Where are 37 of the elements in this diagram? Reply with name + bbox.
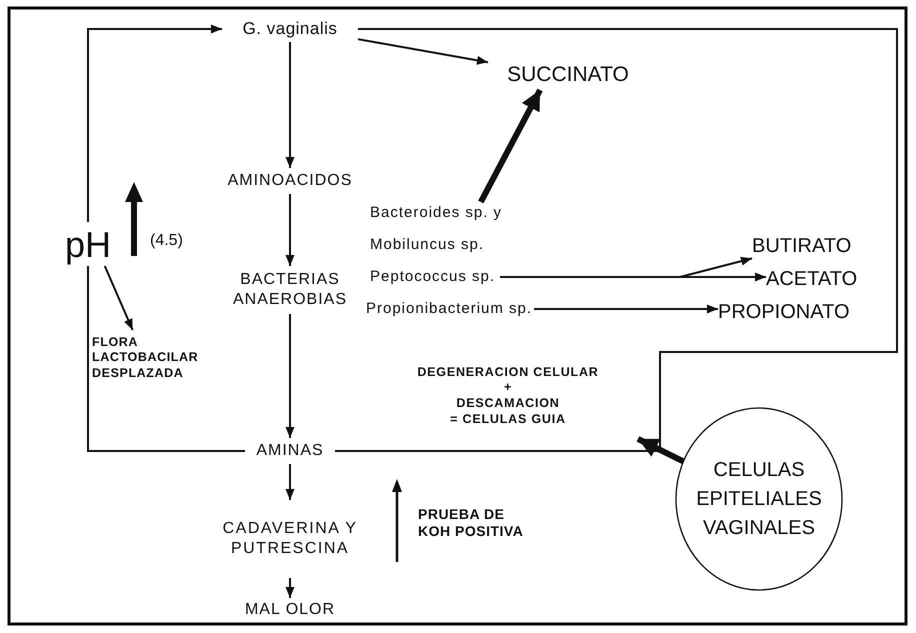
arrow <box>534 304 718 314</box>
node-label: CADAVERINA Y PUTRESCINA <box>222 519 358 559</box>
node-label: DESCAMACION <box>455 396 561 412</box>
node-label: BACTERIAS ANAEROBIAS <box>232 270 348 310</box>
arrow <box>358 38 488 65</box>
node-label: = CELULAS GUIA <box>449 412 567 428</box>
node-label: DEGENERACION CELULAR <box>416 364 600 380</box>
arrow <box>87 24 222 222</box>
connector-line <box>335 28 898 452</box>
node-label: PROPIONATO <box>718 300 851 324</box>
arrow <box>104 266 134 330</box>
node-label: ACETATO <box>766 266 858 292</box>
ellipse-label: CELULAS EPITELIALES VAGINALES <box>695 458 823 540</box>
node-label: pH <box>64 222 112 266</box>
connector-line <box>87 266 245 452</box>
arrow <box>286 464 294 500</box>
node-label: FLORA LACTOBACILAR DESPLAZADA <box>92 334 200 382</box>
node-label: G. vaginalis <box>242 18 338 40</box>
arrow <box>286 578 294 598</box>
node-label: AMINOACIDOS <box>226 171 354 191</box>
node-label: MAL OLOR <box>244 600 336 620</box>
arrow <box>286 314 294 438</box>
arrow <box>286 42 294 168</box>
node-label: Propionibacterium sp. <box>366 300 534 318</box>
arrow <box>636 436 685 464</box>
arrow <box>478 88 543 204</box>
node-label: AMINAS <box>255 441 325 461</box>
node-label: SUCCINATO <box>506 62 630 88</box>
node-label: PRUEBA DE KOH POSITIVA <box>418 506 524 540</box>
node-label: Peptococcus sp. <box>370 268 496 286</box>
arrow <box>500 272 766 282</box>
node-label: + <box>502 380 514 396</box>
note-text: (4.5) <box>150 232 183 250</box>
node-label: BUTIRATO <box>752 234 852 258</box>
node-label: Mobiluncus sp. <box>370 236 486 254</box>
node-label: Bacteroides sp. y <box>370 204 504 222</box>
arrow <box>286 194 294 266</box>
